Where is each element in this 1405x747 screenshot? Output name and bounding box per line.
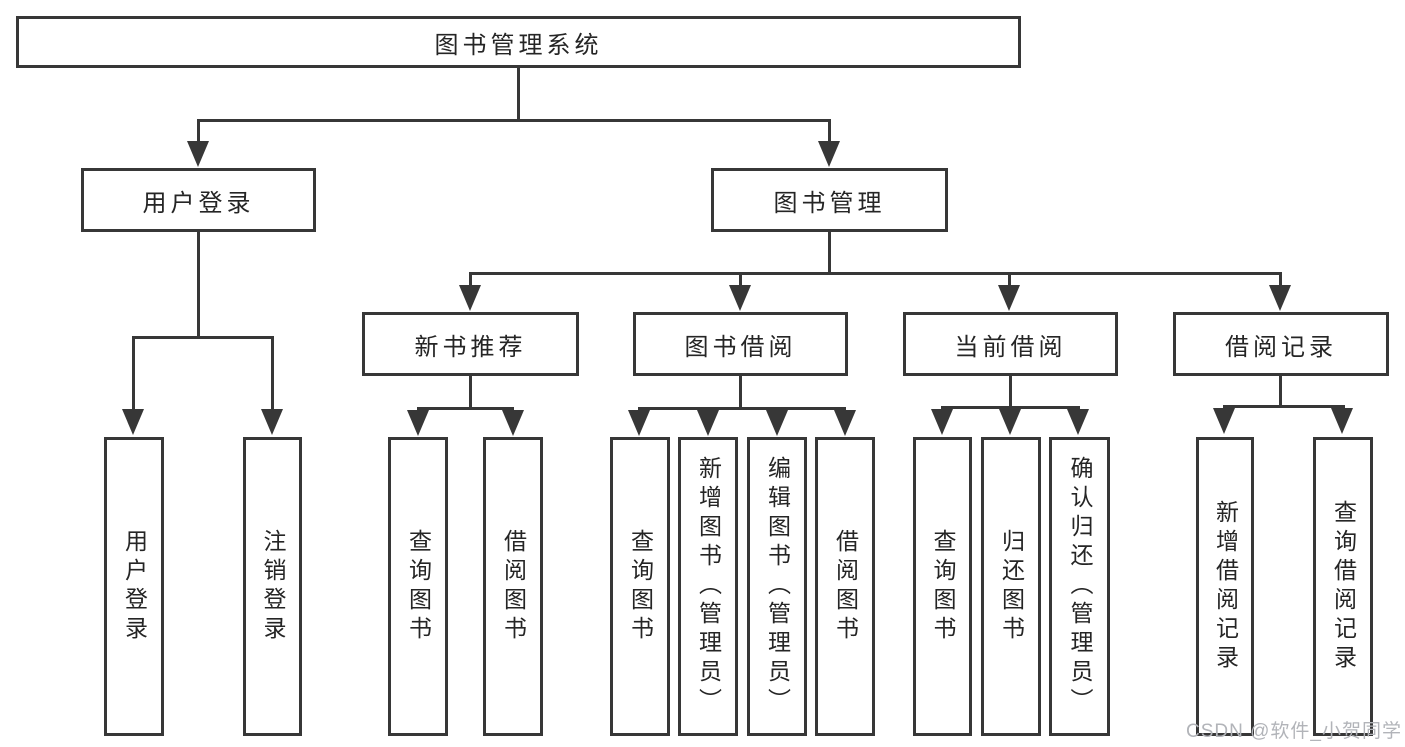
arrow-down-icon <box>998 285 1020 311</box>
leaf-current-return-books: 归还图书 <box>981 437 1041 736</box>
arrow-down-icon <box>459 285 481 311</box>
leaf-current-confirm-return-admin: 确认归还（管理员） <box>1049 437 1110 736</box>
connector-user-login-rail <box>132 336 274 339</box>
connector-root-arm-right <box>828 122 831 143</box>
connector-current-borrow-rail <box>941 406 1080 409</box>
node-book-borrow: 图书借阅 <box>633 312 848 376</box>
connector-book-borrow-stem <box>739 376 742 407</box>
arrow-down-icon <box>1269 285 1291 311</box>
connector-root-rail <box>197 119 831 122</box>
connector-user-login-arm-left <box>132 339 135 411</box>
arrow-down-icon <box>407 410 429 436</box>
arrow-down-icon <box>628 410 650 436</box>
connector-root-arm-left <box>197 122 200 143</box>
leaf-logout: 注销登录 <box>243 437 302 736</box>
connector-book-mgmt-rail <box>469 272 1282 275</box>
arrow-down-icon <box>818 141 840 167</box>
node-book-management: 图书管理 <box>711 168 948 232</box>
leaf-records-query-borrow-record: 查询借阅记录 <box>1313 437 1373 736</box>
arrow-down-icon <box>1067 409 1089 435</box>
arrow-down-icon <box>261 409 283 435</box>
node-borrow-records: 借阅记录 <box>1173 312 1389 376</box>
connector-book-mgmt-arm-4 <box>1279 275 1282 287</box>
arrow-down-icon <box>729 285 751 311</box>
connector-book-mgmt-arm-3 <box>1008 275 1011 287</box>
connector-borrow-records-stem <box>1279 376 1282 405</box>
leaf-borrow-borrow-books: 借阅图书 <box>815 437 875 736</box>
leaf-borrow-add-books-admin: 新增图书（管理员） <box>678 437 738 736</box>
arrow-down-icon <box>187 141 209 167</box>
connector-book-mgmt-arm-1 <box>469 275 472 287</box>
connector-user-login-arm-right <box>271 339 274 411</box>
arrow-down-icon <box>1213 408 1235 434</box>
arrow-down-icon <box>766 410 788 436</box>
node-user-login: 用户登录 <box>81 168 316 232</box>
leaf-records-add-borrow-record: 新增借阅记录 <box>1196 437 1254 736</box>
connector-new-book-stem <box>469 376 472 407</box>
connector-book-mgmt-stem <box>828 232 831 272</box>
arrow-down-icon <box>1331 408 1353 434</box>
arrow-down-icon <box>697 410 719 436</box>
leaf-borrow-edit-books-admin: 编辑图书（管理员） <box>747 437 807 736</box>
leaf-newbook-query-books: 查询图书 <box>388 437 448 736</box>
connector-book-mgmt-arm-2 <box>739 275 742 287</box>
csdn-watermark: CSDN @软件_小贺同学 <box>1186 721 1402 742</box>
connector-borrow-records-rail <box>1223 405 1345 408</box>
node-library-management-system: 图书管理系统 <box>16 16 1021 68</box>
arrow-down-icon <box>122 409 144 435</box>
connector-root-stem <box>517 68 520 119</box>
leaf-current-query-books: 查询图书 <box>913 437 972 736</box>
arrow-down-icon <box>999 409 1021 435</box>
connector-new-book-rail <box>417 407 514 410</box>
connector-book-borrow-rail <box>638 407 846 410</box>
arrow-down-icon <box>834 410 856 436</box>
connector-user-login-stem <box>197 232 200 336</box>
leaf-newbook-borrow-books: 借阅图书 <box>483 437 543 736</box>
leaf-user-login: 用户登录 <box>104 437 164 736</box>
node-new-book-recommend: 新书推荐 <box>362 312 579 376</box>
leaf-borrow-query-books: 查询图书 <box>610 437 670 736</box>
connector-current-borrow-stem <box>1009 376 1012 406</box>
node-current-borrow: 当前借阅 <box>903 312 1118 376</box>
arrow-down-icon <box>931 409 953 435</box>
arrow-down-icon <box>502 410 524 436</box>
